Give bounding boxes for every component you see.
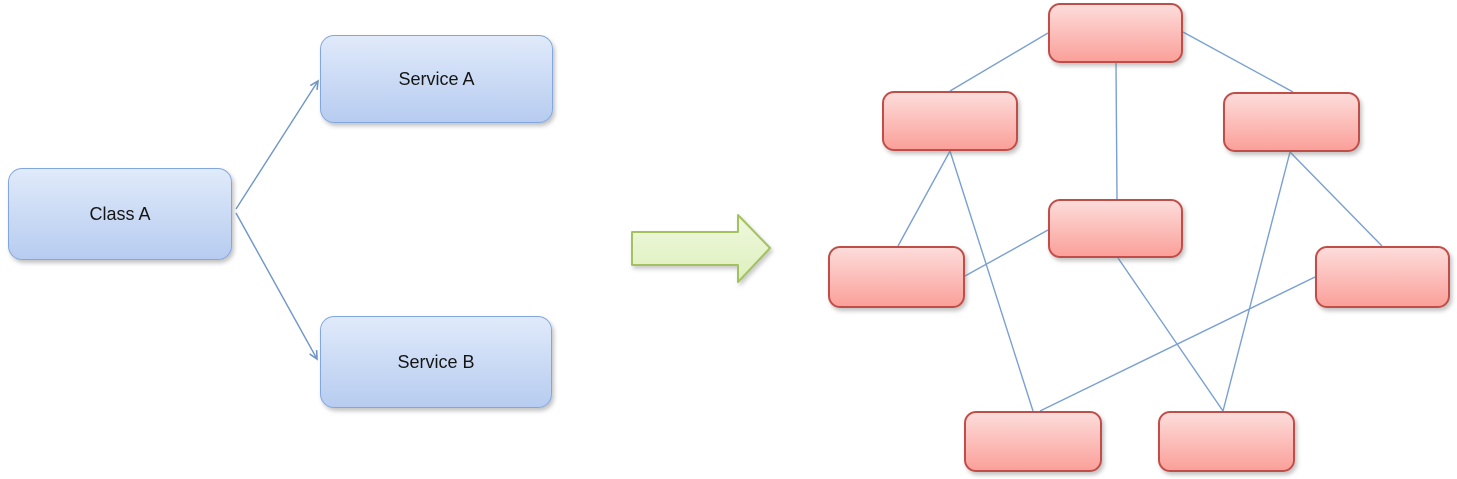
arrow-connector (235, 79, 319, 210)
connector-line (1182, 31, 1294, 93)
node-label: Service B (397, 351, 475, 372)
connector-line (1039, 276, 1316, 412)
transform-arrow (631, 214, 771, 283)
network-node-2 (882, 91, 1018, 151)
network-node-4 (1048, 199, 1183, 258)
node-service-a: Service A (320, 35, 553, 123)
network-node-1 (1048, 3, 1183, 63)
connector-line (897, 150, 951, 247)
network-node-7 (964, 411, 1102, 472)
connector-line (1222, 151, 1291, 412)
connector-line (964, 229, 1049, 277)
node-label: Class A (89, 203, 151, 224)
network-node-5 (828, 246, 965, 308)
node-label: Service A (398, 68, 475, 89)
connector-line (1289, 151, 1383, 247)
connector-line (1117, 257, 1224, 412)
node-service-b: Service B (320, 316, 552, 408)
network-node-3 (1223, 92, 1360, 152)
network-node-8 (1158, 411, 1295, 472)
arrow-connector (235, 212, 318, 361)
connector-line (949, 32, 1049, 92)
network-node-6 (1315, 246, 1450, 308)
connector-line (1115, 62, 1118, 200)
connector-line (949, 150, 1034, 412)
node-class-a: Class A (8, 168, 232, 260)
